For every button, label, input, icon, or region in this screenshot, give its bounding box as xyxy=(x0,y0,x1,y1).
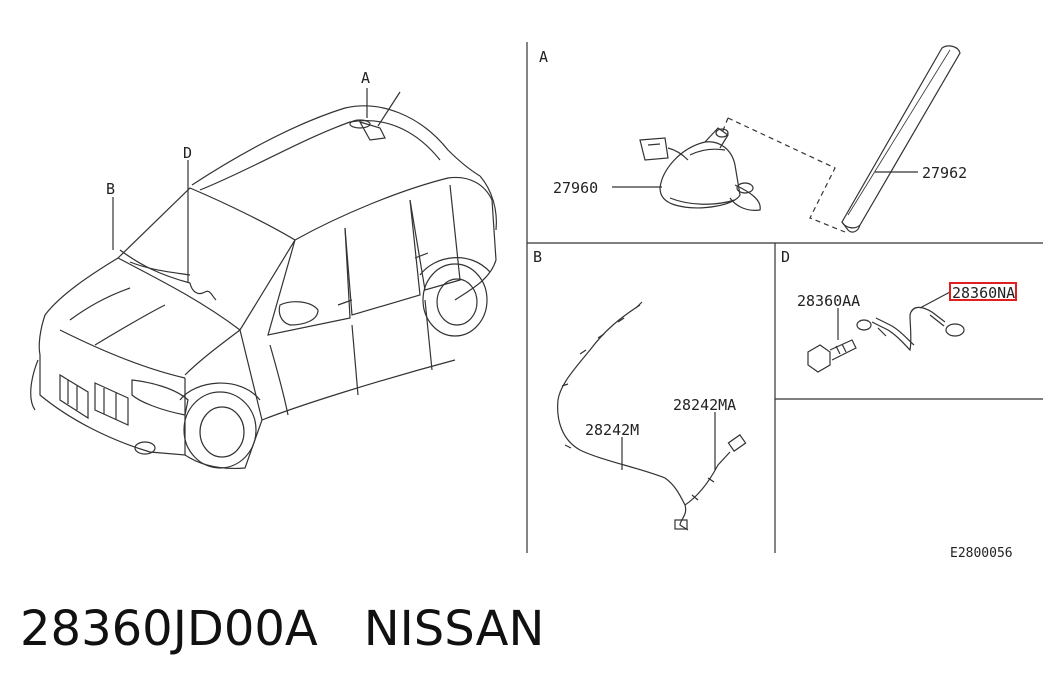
part-label-28360na: 28360NA xyxy=(952,284,1015,302)
caption-part-number: 28360JD00A xyxy=(20,601,318,657)
antenna-rod-drawing xyxy=(841,45,961,233)
part-label-28242ma: 28242MA xyxy=(673,396,736,414)
panel-b-leaders xyxy=(621,412,716,470)
antenna-base-drawing xyxy=(639,127,761,211)
panel-a-label: A xyxy=(539,48,548,66)
callout-b-on-car: B xyxy=(106,180,115,198)
car-callout-leaders xyxy=(112,88,368,250)
caption-brand: NISSAN xyxy=(363,601,545,657)
panel-dividers xyxy=(526,42,1043,553)
panel-d-leaders xyxy=(837,291,951,340)
vehicle-illustration xyxy=(30,91,497,470)
callout-a-on-car: A xyxy=(361,69,370,87)
ground-strap-drawing xyxy=(807,306,965,373)
panel-a-leaders xyxy=(612,171,918,188)
assembly-dashed-lines xyxy=(721,117,846,233)
panel-d-label: D xyxy=(781,248,790,266)
caption: 28360JD00A NISSAN xyxy=(20,594,544,664)
part-label-27960: 27960 xyxy=(553,179,598,197)
panel-b-label: B xyxy=(533,248,542,266)
part-label-28242m: 28242M xyxy=(585,421,639,439)
part-label-27962: 27962 xyxy=(922,164,967,182)
feeder-cable-drawing xyxy=(557,301,747,531)
highlight-box xyxy=(949,282,1017,301)
callout-d-on-car: D xyxy=(183,144,192,162)
part-label-28360aa: 28360AA xyxy=(797,292,860,310)
figure-code: E2800056 xyxy=(950,546,1013,561)
